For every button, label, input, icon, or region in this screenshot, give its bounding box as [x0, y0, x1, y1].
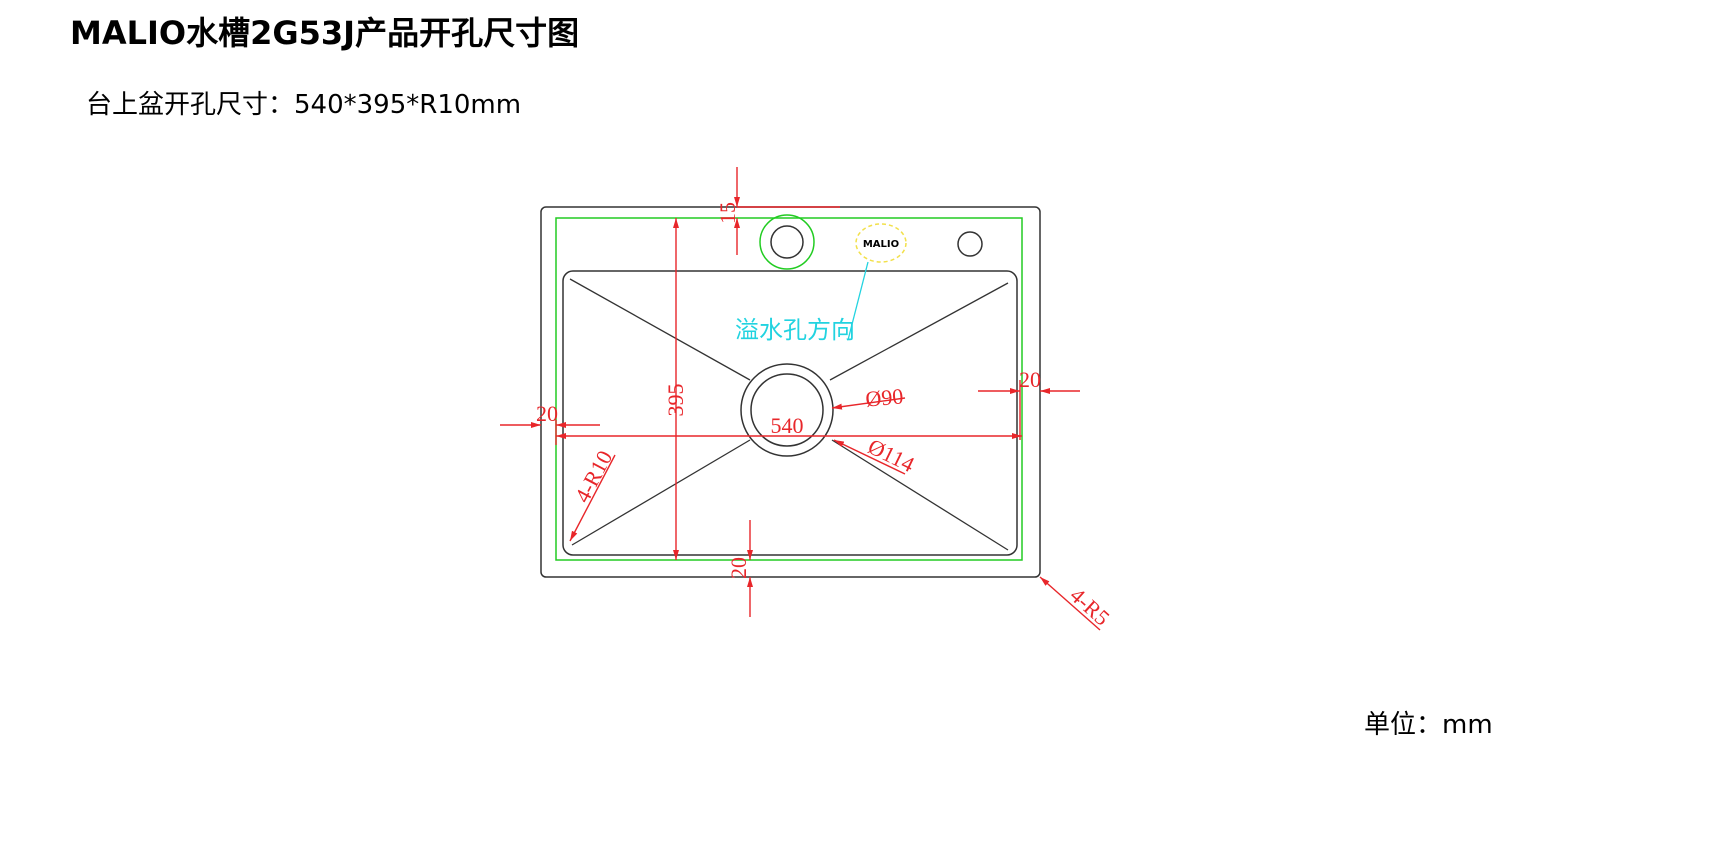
faucet-hole-ring: [759, 214, 815, 270]
dim-top-margin: 15: [715, 202, 740, 224]
drain-inner: [750, 373, 824, 447]
dim-right-margin: 20: [1019, 367, 1041, 392]
accessory-hole: [957, 231, 983, 257]
faucet-hole: [770, 225, 804, 259]
dimension-lines: [500, 167, 1101, 631]
unit-label: 单位：mm: [1364, 710, 1493, 740]
dim-height: 395: [663, 384, 688, 417]
basin-slope-lines: [569, 278, 1009, 551]
page-title: MALIO水槽2G53J产品开孔尺寸图: [70, 14, 580, 52]
dim-width: 540: [771, 413, 804, 438]
basin-outline: [562, 270, 1018, 556]
dim-drain-inner: Ø90: [864, 383, 904, 411]
dim-drain-outer: Ø114: [864, 433, 918, 477]
drain-outer: [740, 363, 834, 457]
dim-inner-radius: 4-R10: [569, 446, 617, 506]
cutout-outline: [555, 217, 1023, 561]
dim-bottom-margin: 20: [726, 557, 751, 579]
logo-ring: [855, 223, 907, 263]
logo: MALIO: [863, 239, 899, 250]
dim-outer-radius: 4-R5: [1065, 582, 1114, 630]
overflow-direction-label: 溢水孔方向: [735, 317, 855, 344]
dim-left-margin: 20: [536, 401, 558, 426]
cutout-size-note: 台上盆开孔尺寸：540*395*R10mm: [86, 90, 522, 120]
sink-outer-outline: [540, 206, 1041, 578]
